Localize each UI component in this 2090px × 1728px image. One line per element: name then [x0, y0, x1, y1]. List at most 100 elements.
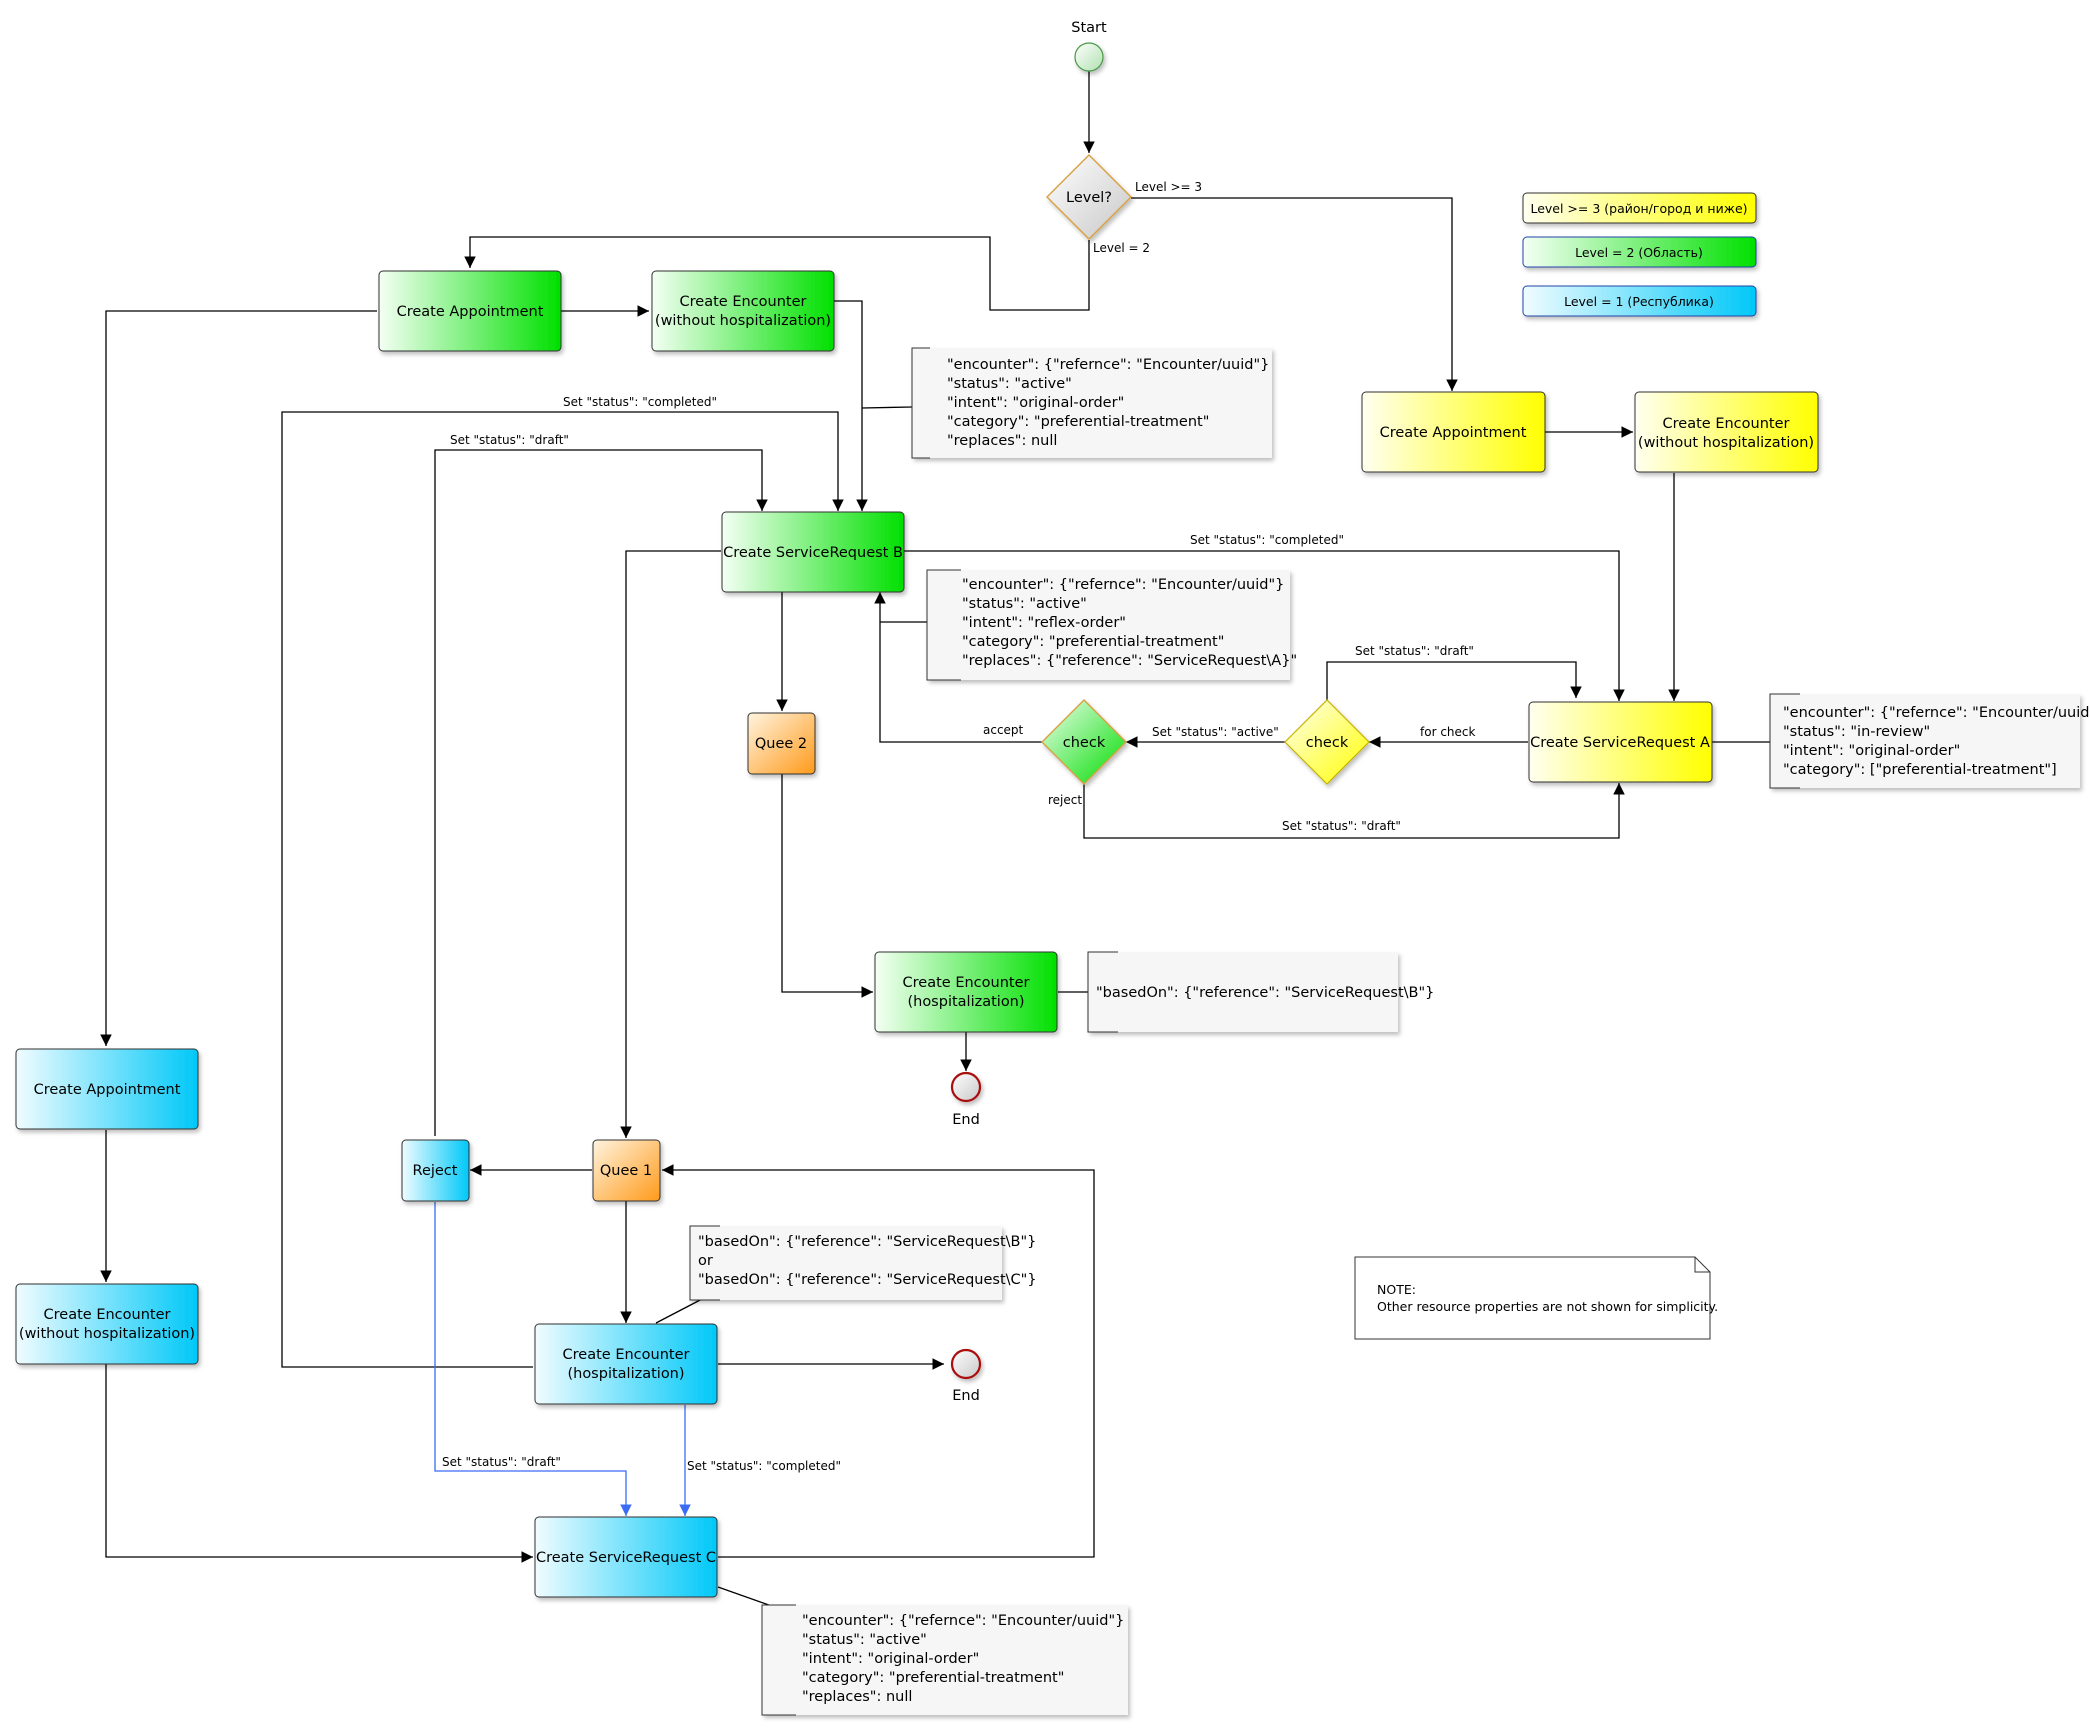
node-appointment-green[interactable]: Create Appointment: [378, 270, 562, 352]
node-service-request-a[interactable]: Create ServiceRequest A: [1528, 701, 1713, 783]
label-reject-draft-bottom: Set "status": "draft": [1282, 819, 1401, 833]
svg-text:Create Appointment: Create Appointment: [1380, 425, 1527, 441]
svg-text:"status": "active": "status": "active": [947, 376, 1072, 392]
note-general: NOTE: Other resource properties are not …: [1354, 1256, 1718, 1340]
label-level-ge3: Level >= 3: [1135, 180, 1202, 194]
svg-text:"status": "in-review": "status": "in-review": [1783, 724, 1930, 740]
decision-check-green-label: check: [1063, 735, 1106, 751]
svg-text:"category": "preferential-trea: "category": "preferential-treatment": [947, 414, 1209, 430]
svg-text:Quee 2: Quee 2: [755, 736, 807, 752]
node-encounter-hosp-green[interactable]: Create Encounter (hospitalization): [874, 951, 1058, 1033]
node-reject[interactable]: Reject: [401, 1139, 470, 1202]
label-for-check: for check: [1420, 725, 1475, 739]
svg-text:Create Encounter: Create Encounter: [680, 294, 807, 310]
node-encounter-hosp-blue[interactable]: Create Encounter (hospitalization): [534, 1323, 718, 1405]
svg-text:Quee 1: Quee 1: [600, 1163, 652, 1179]
label-c-completed: Set "status": "completed": [687, 1459, 841, 1473]
svg-text:(without hospitalization): (without hospitalization): [1638, 435, 1814, 451]
end-label-top: End: [952, 1112, 980, 1128]
decision-level-label: Level?: [1066, 190, 1112, 206]
note-service-request-c: "encounter": {"refernce": "Encounter/uui…: [761, 1604, 1128, 1716]
legend-item-level1: Level = 1 (Республика): [1522, 285, 1757, 317]
svg-text:"basedOn": {"reference": "Serv: "basedOn": {"reference": "ServiceRequest…: [698, 1272, 1037, 1288]
node-encounter-green[interactable]: Create Encounter (without hospitalizatio…: [651, 270, 835, 352]
svg-text:"encounter": {"refernce": "Enc: "encounter": {"refernce": "Encounter/uui…: [962, 577, 1284, 593]
svg-text:Reject: Reject: [413, 1163, 458, 1179]
end-node-top[interactable]: [950, 1071, 982, 1103]
legend: Level >= 3 (район/город и ниже) Level = …: [1522, 192, 1757, 317]
svg-text:"encounter": {"refernce": "Enc: "encounter": {"refernce": "Encounter/uui…: [947, 357, 1269, 373]
note-service-request-a: "encounter": {"refernce": "Encounter/uui…: [1769, 693, 2090, 789]
legend-item-level2: Level = 2 (Область): [1522, 236, 1757, 268]
svg-text:(without hospitalization): (without hospitalization): [655, 313, 831, 329]
svg-text:"category": "preferential-trea: "category": "preferential-treatment": [962, 634, 1224, 650]
node-service-request-b[interactable]: Create ServiceRequest B: [721, 511, 905, 593]
svg-text:"basedOn": {"reference": "Serv: "basedOn": {"reference": "ServiceRequest…: [1096, 985, 1434, 1001]
label-set-active: Set "status": "active": [1152, 725, 1279, 739]
svg-text:"replaces": {"reference": "Ser: "replaces": {"reference": "ServiceReques…: [962, 653, 1297, 669]
svg-text:or: or: [698, 1253, 713, 1269]
label-a-completed: Set "status": "completed": [1190, 533, 1344, 547]
svg-text:"basedOn": {"reference": "Serv: "basedOn": {"reference": "ServiceRequest…: [698, 1234, 1036, 1250]
svg-text:Create Encounter: Create Encounter: [44, 1307, 171, 1323]
svg-text:"intent": "original-order": "intent": "original-order": [947, 395, 1124, 411]
note-encounter-hosp-blue: "basedOn": {"reference": "ServiceRequest…: [689, 1225, 1037, 1301]
label-level-eq2: Level = 2: [1093, 241, 1150, 255]
edge-labels: Level >= 3 Level = 2 Set "status": "comp…: [442, 180, 1475, 1473]
svg-text:Level >= 3 (район/город и ниже: Level >= 3 (район/город и ниже): [1530, 201, 1747, 216]
node-queue-2[interactable]: Quee 2: [747, 712, 816, 775]
edge-reject-src-draft: [434, 1202, 632, 1516]
label-a-draft-loop: Set "status": "draft": [1355, 644, 1474, 658]
svg-text:"category": "preferential-trea: "category": "preferential-treatment": [802, 1670, 1064, 1686]
svg-text:"intent": "original-order": "intent": "original-order": [1783, 743, 1960, 759]
node-service-request-c[interactable]: Create ServiceRequest C: [534, 1516, 718, 1598]
svg-text:Level = 2 (Область): Level = 2 (Область): [1575, 245, 1703, 260]
label-accept: accept: [983, 723, 1024, 737]
edge-srb-q1: [620, 550, 721, 1138]
note-service-request-b-original: "encounter": {"refernce": "Encounter/uui…: [911, 347, 1272, 459]
label-reject: reject: [1048, 793, 1082, 807]
svg-text:"encounter": {"refernce": "Enc: "encounter": {"refernce": "Encounter/uui…: [1783, 705, 2090, 721]
svg-text:NOTE:: NOTE:: [1377, 1282, 1416, 1297]
edge-enc-green-srb: [834, 300, 868, 511]
note-service-request-b-reflex: "encounter": {"refernce": "Encounter/uui…: [926, 569, 1297, 681]
svg-text:Create Appointment: Create Appointment: [397, 304, 544, 320]
label-c-draft: Set "status": "draft": [442, 1455, 561, 1469]
end-node-bottom[interactable]: [950, 1348, 982, 1380]
label-b-draft-top: Set "status": "draft": [450, 433, 569, 447]
start-node[interactable]: [1074, 42, 1104, 72]
decision-check-green[interactable]: check: [1041, 699, 1127, 785]
svg-text:Level = 1 (Республика): Level = 1 (Республика): [1564, 294, 1714, 309]
node-appointment-yellow[interactable]: Create Appointment: [1361, 391, 1546, 473]
decision-level[interactable]: Level?: [1046, 154, 1132, 240]
svg-text:"status": "active": "status": "active": [962, 596, 1087, 612]
svg-text:Create Appointment: Create Appointment: [34, 1082, 181, 1098]
edge-check-y-draft: [1326, 661, 1582, 700]
edge-check-g-accept: [874, 592, 1042, 743]
node-encounter-blue[interactable]: Create Encounter (without hospitalizatio…: [15, 1283, 199, 1365]
svg-text:Create ServiceRequest B: Create ServiceRequest B: [723, 545, 903, 561]
decision-check-yellow-label: check: [1306, 735, 1349, 751]
edge-level-eq2: [464, 236, 1090, 311]
edge-reject-draft: [434, 449, 768, 1136]
edge-level-ge3: [1131, 197, 1458, 391]
decision-check-yellow[interactable]: check: [1284, 699, 1370, 785]
svg-text:(without hospitalization): (without hospitalization): [19, 1326, 195, 1342]
edge-hosp-blue-completed: [281, 411, 844, 1368]
svg-text:"status": "active": "status": "active": [802, 1632, 927, 1648]
svg-text:"intent": "reflex-order": "intent": "reflex-order": [962, 615, 1126, 631]
edge-q2-hosp-green: [781, 774, 873, 998]
svg-text:Create ServiceRequest A: Create ServiceRequest A: [1530, 735, 1710, 751]
svg-text:(hospitalization): (hospitalization): [907, 994, 1024, 1010]
edges: [100, 71, 1770, 1616]
svg-text:"intent": "original-order": "intent": "original-order": [802, 1651, 979, 1667]
svg-text:Create Encounter: Create Encounter: [563, 1347, 690, 1363]
edge-appt-green-appt-blue: [100, 310, 377, 1046]
node-encounter-yellow[interactable]: Create Encounter (without hospitalizatio…: [1634, 391, 1819, 473]
start-label: Start: [1071, 20, 1107, 36]
node-appointment-blue[interactable]: Create Appointment: [15, 1048, 199, 1130]
edge-srb-sra-completed: [902, 550, 1625, 701]
svg-text:"replaces": null: "replaces": null: [947, 433, 1057, 449]
node-queue-1[interactable]: Quee 1: [592, 1139, 661, 1202]
